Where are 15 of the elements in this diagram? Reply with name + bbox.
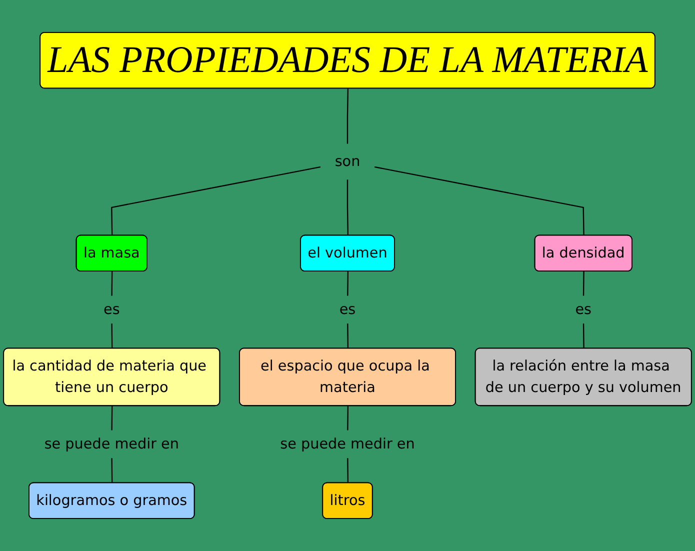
connector — [346, 88, 349, 144]
connector — [111, 405, 113, 484]
connector — [582, 270, 584, 350]
edge-label: se puede medir en — [280, 435, 415, 452]
connector — [111, 270, 113, 350]
connector — [346, 180, 349, 236]
edge-label: se puede medir en — [44, 435, 179, 452]
connector — [111, 166, 321, 236]
edge-label: es — [575, 300, 592, 318]
connector — [347, 270, 349, 350]
edge-label: es — [103, 300, 120, 318]
connector — [374, 166, 584, 236]
connector — [347, 405, 349, 484]
edge-label: es — [339, 300, 356, 318]
node-text: son — [334, 152, 360, 170]
